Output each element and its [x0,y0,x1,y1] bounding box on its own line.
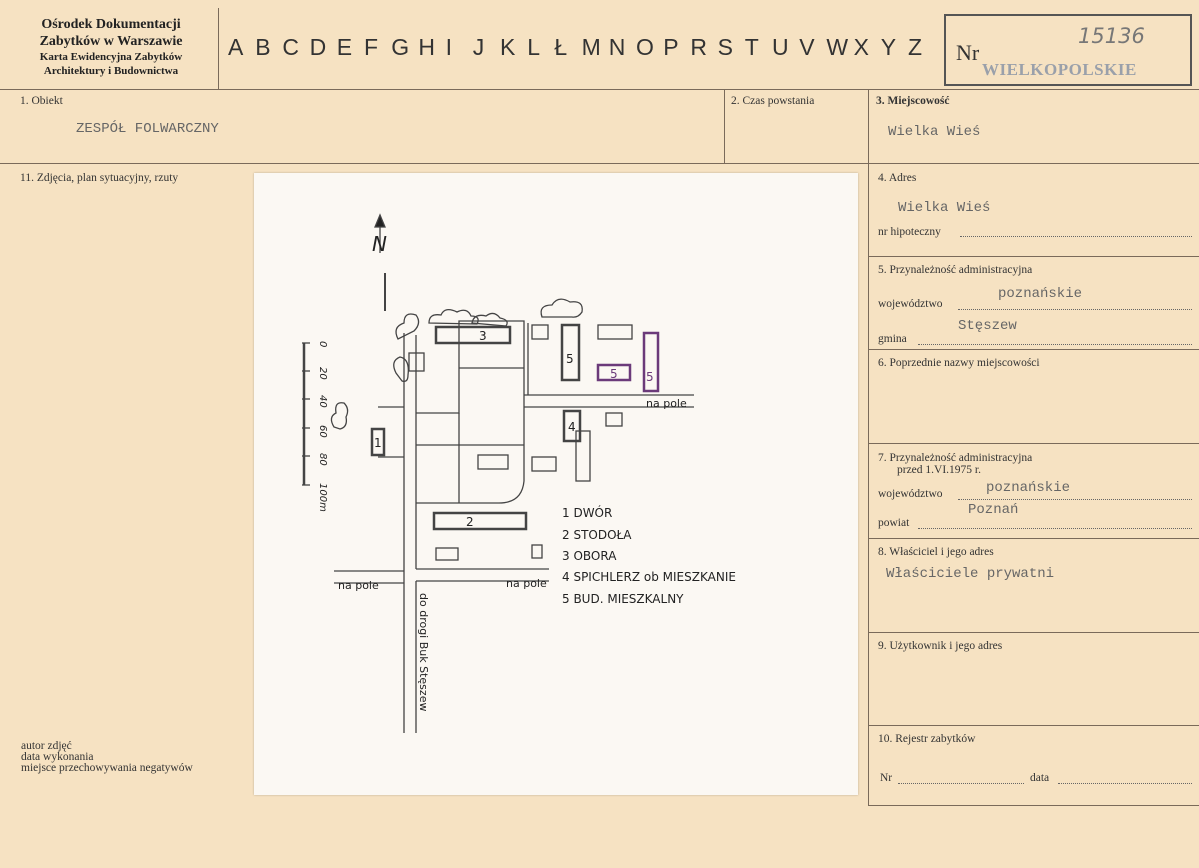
wlasciciel-value: Właściciele prywatni [886,566,1055,582]
alphabet-letter: F [364,34,379,60]
obiekt-value: ZESPÓŁ FOLWARCZNY [76,121,219,137]
legend-item: 5 BUD. MIESZKALNY [562,592,684,606]
building-number: 5 [646,370,654,384]
institution-block: Ośrodek Dokumentacji Zabytków w Warszawi… [8,16,214,78]
alphabet-letter: L [527,34,540,60]
alphabet-letter: U [772,34,789,60]
legend-item: 2 STODOŁA [562,528,632,542]
site-plan-photo: N 0 20 40 60 80 100m 1 2 3 4 5 5 5 1 DWÓ… [254,173,858,795]
alphabet-letter: O [636,34,654,60]
institution-name-3: Karta Ewidencyjna Zabytków [39,51,183,63]
alphabet-letter: P [663,34,679,60]
alphabet-letter: I [445,34,452,60]
uzytkownik-label: 9. Użytkownik i jego adres [878,640,1003,652]
alphabet-letter: G [391,34,410,60]
rejestr-label: 10. Rejestr zabytków [878,733,976,745]
na-pole-label: na pole [506,577,547,590]
alphabet-letter: J [472,34,485,60]
institution-name-4: Architektury i Budownictwa [43,65,179,77]
alphabet-letter: D [309,34,327,60]
alphabet-letter: Y [880,34,897,60]
legend-item: 1 DWÓR [562,505,612,520]
alphabet-letter: Z [908,34,923,60]
alphabet-letter: K [500,34,516,60]
miejsce-label: miejsce przechowywania negatywów [21,762,193,774]
building-number: 1 [374,436,382,450]
alphabet-letter: B [255,34,271,60]
rejestr-data-label: data [1030,772,1050,784]
scale-tick-20: 20 [317,367,328,380]
institution-name-1: Ośrodek Dokumentacji [41,17,181,32]
nr-value: 15136 [1078,24,1145,48]
miejscowosc-label: 3. Miejscowość [876,95,950,107]
zdjecia-label: 11. Zdjęcia, plan sytuacyjny, rzuty [20,172,179,184]
alphabet-letter: C [282,34,300,60]
wojewodztwo1975-label: województwo [878,488,943,500]
alphabet-letter: A [228,34,244,60]
scale-tick-60: 60 [317,425,328,438]
building-number: 2 [466,515,474,529]
nr-label: Nr [956,40,980,65]
alphabet-letter: X [853,34,869,60]
alphabet-letter: Ł [554,34,568,60]
przynaleznosc1975-label2: przed 1.VI.1975 r. [897,464,981,476]
alphabet-letter: S [717,34,733,60]
na-pole-label: na pole [338,579,379,592]
region-stamp: WIELKOPOLSKIE [982,60,1137,79]
alphabet-letter: M [581,34,601,60]
wlasciciel-label: 8. Właściciel i jego adres [878,546,994,558]
gmina-value: Stęszew [958,318,1017,334]
legend-item: 4 SPICHLERZ ob MIESZKANIE [562,570,736,584]
scale-tick-40: 40 [317,395,328,408]
building-number: 5 [566,352,574,366]
data-wykonania-label: data wykonania [21,751,94,763]
header-row: Ośrodek Dokumentacji Zabytków w Warszawi… [0,0,1199,90]
alphabet-letter: H [418,34,436,60]
alphabet-letter: E [336,34,353,60]
nr-box: Nr 15136 WIELKOPOLSKIE [944,14,1192,86]
building-number: 3 [479,329,487,343]
powiat-value: Poznań [968,502,1019,518]
scale-tick-80: 80 [317,453,328,466]
scale-tick-100m: 100m [317,483,328,512]
site-plan-drawing: N 0 20 40 60 80 100m 1 2 3 4 5 5 5 1 DWÓ… [302,213,736,733]
adres-label: 4. Adres [878,172,917,184]
przynaleznosc1975-label1: 7. Przynależność administracyjna [878,452,1033,464]
miejscowosc-value: Wielka Wieś [888,124,981,140]
wojewodztwo1975-value: poznańskie [986,480,1071,496]
rejestr-nr-label: Nr [880,772,893,784]
alphabet-letter: T [744,34,759,60]
alphabet-letter: V [799,34,815,60]
gmina-label: gmina [878,333,907,345]
wojewodztwo-value: poznańskie [998,286,1083,302]
przynaleznosc-label: 5. Przynależność administracyjna [878,264,1033,276]
na-pole-label: na pole [646,397,687,410]
wojewodztwo-label: województwo [878,298,943,310]
autor-label: autor zdjęć [21,740,72,752]
hipoteczny-label: nr hipoteczny [878,226,941,238]
north-label: N [372,232,387,256]
alphabet-letter: W [826,34,849,60]
powiat-label: powiat [878,517,910,529]
scale-tick-0: 0 [317,341,328,347]
institution-name-2: Zabytków w Warszawie [39,34,183,49]
alphabet-letter: R [690,34,708,60]
poprzednie-label: 6. Poprzednie nazwy miejscowości [878,357,1040,369]
alphabet-letter: N [608,34,626,60]
building-number: 5 [610,367,618,381]
czas-label: 2. Czas powstania [731,95,815,107]
building-number: 4 [568,420,576,434]
legend-item: 3 OBORA [562,549,617,563]
adres-value: Wielka Wieś [898,200,991,216]
obiekt-label: 1. Obiekt [20,95,63,107]
road-label: do drogi Buk Stęszew [417,593,430,711]
